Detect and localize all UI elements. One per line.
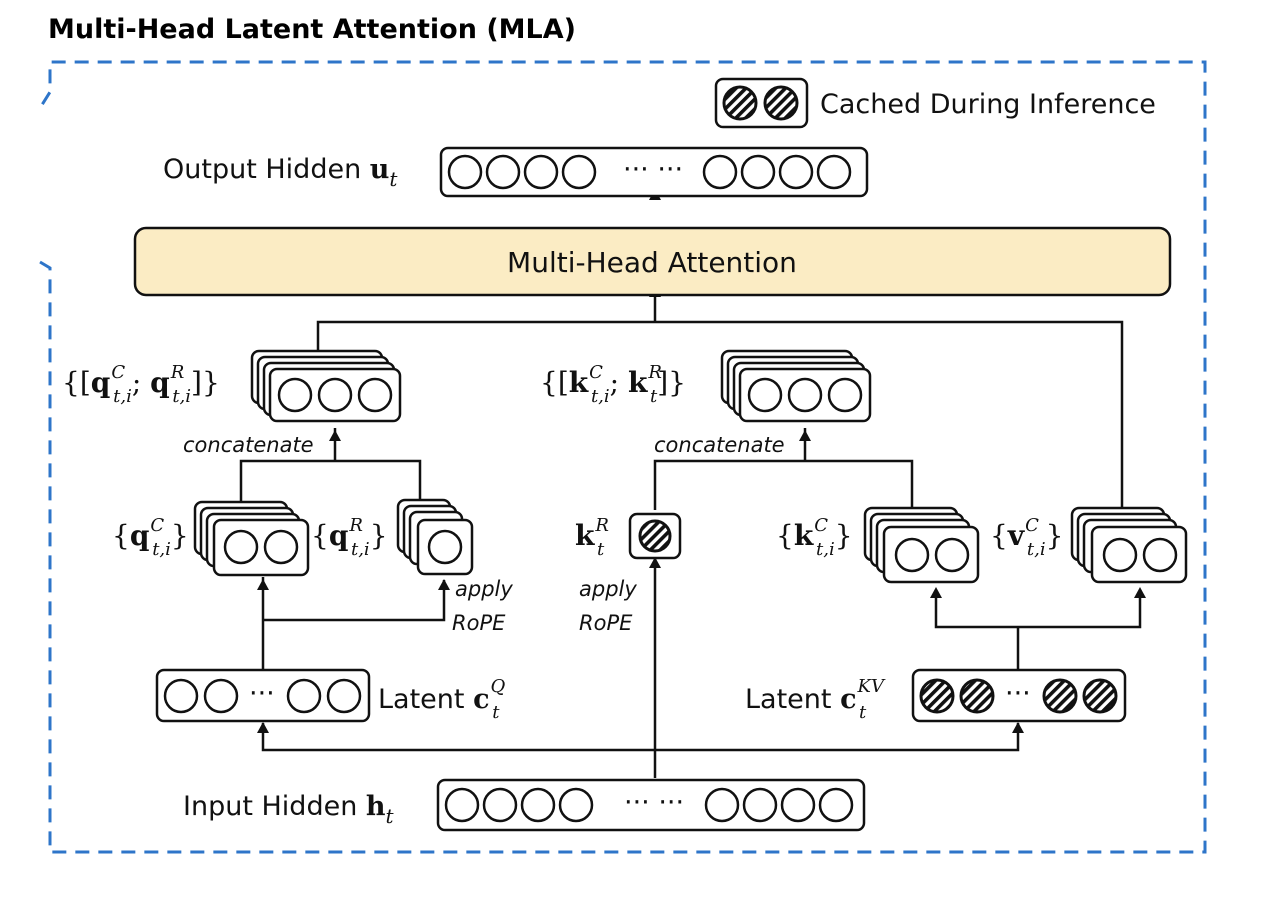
- concatenate-k-label: concatenate: [654, 433, 785, 457]
- apply-rope-q-line1: apply: [455, 577, 513, 601]
- legend-label: Cached During Inference: [820, 89, 1156, 120]
- mha-block: [133, 226, 1172, 297]
- output-hidden: Output Hidden ut ··· ···: [163, 146, 869, 198]
- mha-label: Multi-Head Attention: [507, 246, 797, 279]
- legend: Cached During Inference: [714, 77, 1156, 129]
- latent-q-ellipsis: ···: [249, 678, 275, 709]
- input-hidden-label: Input Hidden ht: [183, 791, 395, 828]
- diagram-title: Multi-Head Latent Attention (MLA): [48, 14, 576, 45]
- multi-head-attention: Multi-Head Attention: [133, 226, 1172, 297]
- cached-vector-icon: [763, 85, 799, 121]
- input-hidden-cells: [444, 787, 854, 823]
- apply-rope-k-line1: apply: [579, 577, 637, 601]
- cached-vector-icon: [919, 678, 955, 714]
- mla-dashed-border: [38, 60, 1207, 854]
- cached-vector-icon: [638, 519, 672, 553]
- concatenate-q-label: concatenate: [183, 433, 314, 457]
- input-hidden: Input Hidden ht ··· ···: [183, 778, 866, 832]
- cached-vector-icon: [959, 678, 995, 714]
- output-hidden-cells: [447, 154, 852, 190]
- apply-rope-q-line2: RoPE: [452, 611, 506, 635]
- apply-rope-k-line2: RoPE: [579, 611, 633, 635]
- cached-vector-icon: [1082, 678, 1118, 714]
- output-hidden-label: Output Hidden ut: [163, 154, 398, 191]
- latent-kv-ellipsis: ···: [1005, 678, 1031, 709]
- cached-vector-icon: [722, 85, 758, 121]
- cached-vector-icon: [1042, 678, 1078, 714]
- input-hidden-ellipsis: ··· ···: [624, 787, 684, 818]
- output-hidden-ellipsis: ··· ···: [623, 154, 683, 185]
